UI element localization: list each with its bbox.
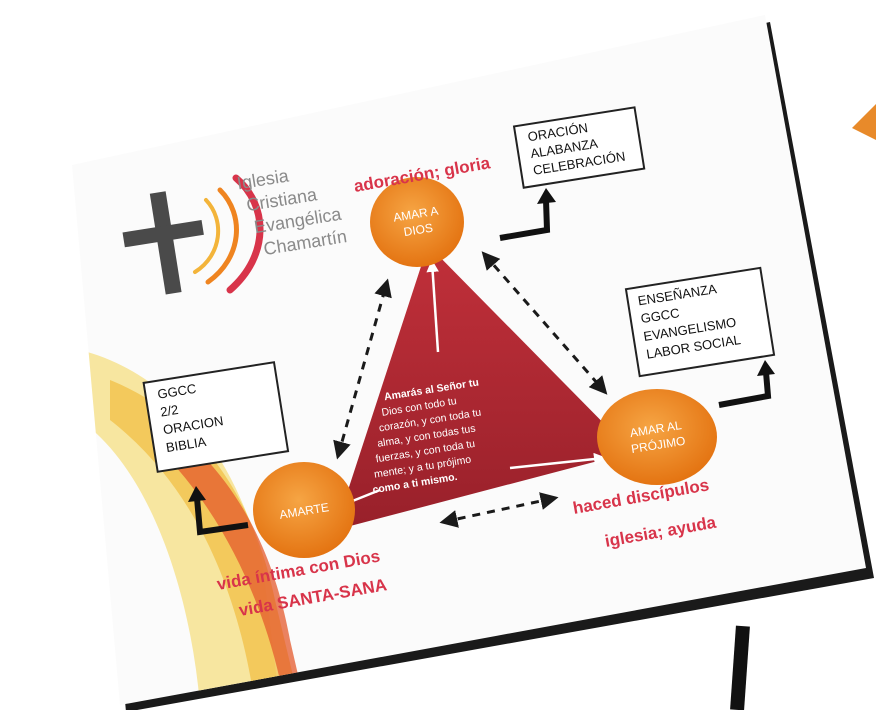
bg-orange-shape <box>852 104 876 140</box>
box-left-line-4: BIBLIA <box>165 434 208 455</box>
church-logo: Iglesia Cristiana Evangélica Chamartín <box>122 165 348 295</box>
circle-left-shape <box>253 462 355 558</box>
logo-arc-orange <box>205 187 239 285</box>
arrow-to-god <box>426 259 440 353</box>
dashed-connectors <box>333 251 608 528</box>
circle-right-shape <box>597 389 717 485</box>
box-left-border <box>142 361 290 473</box>
cross-icon <box>122 191 204 295</box>
verse-text: Amarás al Señor tu Dios con todo tu cora… <box>372 376 482 496</box>
circle-top-shape <box>370 177 464 267</box>
logo-arc-red <box>226 174 264 294</box>
box-right-line-2: GGCC <box>640 305 681 326</box>
bent-arrow-left <box>194 497 249 536</box>
bg-dark-stroke <box>730 625 750 710</box>
dashed-arrow-left-top <box>333 278 392 460</box>
bent-arrow-top-head <box>537 188 556 204</box>
arrow-to-neighbor <box>509 452 607 470</box>
circle-amarte: AMARTE <box>253 462 355 558</box>
circle-amar-projimo: AMAR AL PRÓJIMO <box>597 389 717 485</box>
dashed-arrow-top-right <box>481 251 608 395</box>
box-top-right: ORACIÓN ALABANZA CELEBRACIÓN <box>512 106 646 189</box>
circle-amar-dios: AMAR A DIOS <box>370 177 464 267</box>
bent-arrows <box>194 199 772 536</box>
bent-arrow-right-head <box>757 360 775 376</box>
dashed-arrow-bottom <box>439 492 559 528</box>
box-left-line-2: 2/2 <box>159 402 179 420</box>
bent-arrow-top <box>499 199 551 241</box>
box-left-line-1: GGCC <box>156 381 197 402</box>
logo-arc-yellow <box>193 198 221 274</box>
box-left: GGCC 2/2 ORACION BIBLIA <box>142 361 290 473</box>
bent-arrow-heads <box>188 188 775 502</box>
bent-arrow-left-head <box>188 486 206 502</box>
box-right: ENSEÑANZA GGCC EVANGELISMO LABOR SOCIAL <box>624 266 776 378</box>
bent-arrow-right <box>718 371 772 408</box>
box-top-right-border <box>512 106 646 189</box>
box-right-border <box>624 266 776 378</box>
circle-top-line-2: DIOS <box>403 221 434 239</box>
